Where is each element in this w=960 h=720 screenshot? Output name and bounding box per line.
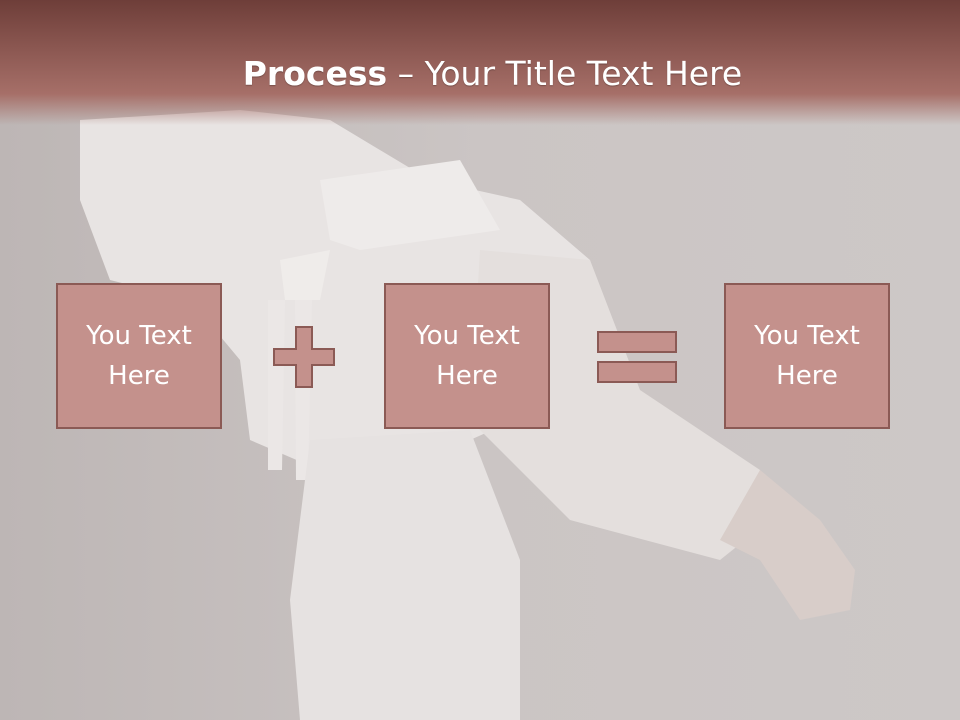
equals-icon xyxy=(597,331,677,383)
process-box-1[interactable]: You Text Here xyxy=(56,283,222,429)
process-box-2[interactable]: You Text Here xyxy=(384,283,550,429)
title-rest: – Your Title Text Here xyxy=(387,54,743,93)
process-box-label: You Text Here xyxy=(754,321,860,391)
title-bar xyxy=(0,0,960,125)
title-bold: Process xyxy=(242,54,388,93)
process-box-label: You Text Here xyxy=(86,321,192,391)
slide-title: Process – Your Title Text Here xyxy=(0,52,960,96)
process-box-3[interactable]: You Text Here xyxy=(724,283,890,429)
process-box-label: You Text Here xyxy=(414,321,520,391)
plus-icon xyxy=(273,326,335,388)
